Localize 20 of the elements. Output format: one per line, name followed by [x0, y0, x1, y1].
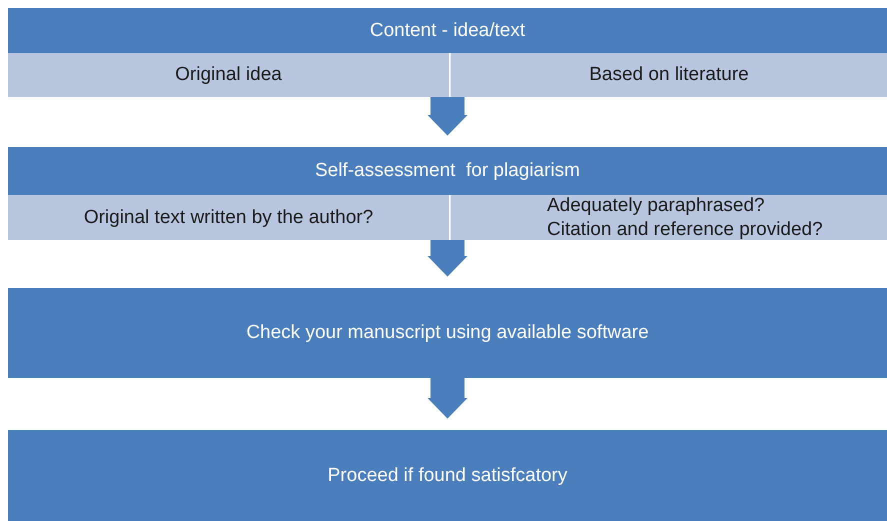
option-label: Adequately paraphrased?: [547, 194, 765, 218]
block-arrow: [428, 97, 468, 136]
option-box: [8, 53, 449, 97]
option-label: Citation and reference provided?: [547, 218, 823, 242]
process-band: [8, 288, 887, 378]
option-label: Original idea: [175, 63, 282, 87]
block-arrow: [428, 378, 468, 419]
option-label: Based on literature: [589, 63, 749, 87]
process-band: [8, 8, 887, 53]
option-box: [450, 195, 887, 240]
step-label: Proceed if found satisfcatory: [328, 464, 568, 488]
step-label: Self-assessment for plagiarism: [314, 159, 580, 183]
process-band: [8, 430, 887, 521]
option-box: [450, 53, 887, 97]
process-band: [8, 147, 887, 195]
option-label: Original text written by the author?: [84, 206, 374, 230]
step-label: Content - idea/text: [370, 18, 526, 42]
step-label: Check your manuscript using available software: [246, 321, 649, 345]
option-box: [8, 195, 449, 240]
block-arrow: [428, 240, 468, 277]
